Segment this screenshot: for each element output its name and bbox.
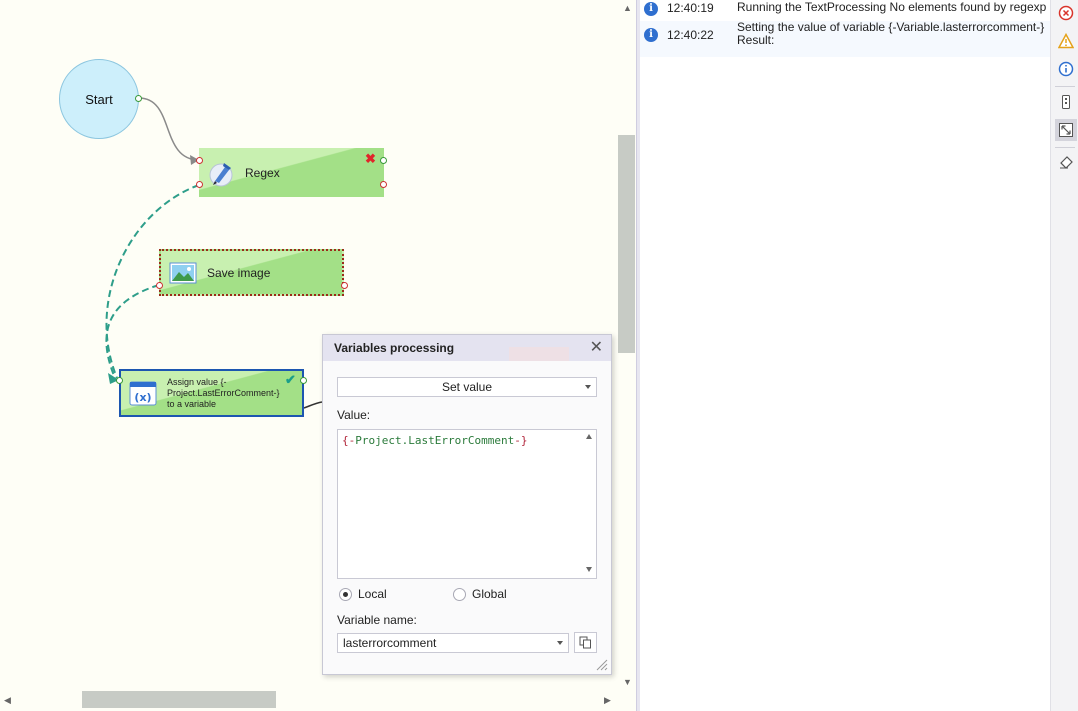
- chevron-down-icon: [557, 641, 563, 645]
- variable-icon: (x): [129, 381, 157, 406]
- scroll-down-arrow-icon[interactable]: ▼: [623, 677, 632, 687]
- filter-warnings-button[interactable]: [1057, 32, 1075, 50]
- scope-global-radio[interactable]: Global: [453, 587, 507, 601]
- scope-local-label: Local: [358, 587, 387, 601]
- assign-label-line-2: Project.LastErrorComment-}: [167, 387, 280, 398]
- assign-port-success[interactable]: [300, 377, 307, 384]
- textarea-scroll-down-icon[interactable]: [586, 567, 592, 572]
- assign-label-line-1: Assign value {-: [167, 376, 227, 387]
- warning-icon: [1058, 33, 1074, 49]
- radio-global-indicator: [453, 587, 466, 601]
- log-message-line-2: Result:: [737, 33, 775, 47]
- pen-icon: [209, 162, 233, 186]
- save-port-error-right[interactable]: [341, 282, 348, 289]
- radio-local-indicator: [339, 587, 352, 601]
- log-message-line-1: Setting the value of variable {-Variable…: [737, 20, 1045, 34]
- copy-button[interactable]: [574, 632, 597, 653]
- regex-port-in[interactable]: [196, 157, 203, 164]
- device-button[interactable]: [1057, 93, 1075, 111]
- value-text: Project.LastErrorComment: [355, 434, 515, 447]
- variables-processing-dialog: Variables processing ✕ Set value Value: …: [322, 334, 612, 675]
- workflow-canvas[interactable]: Start Regex ✖ Save image (x): [0, 0, 636, 711]
- start-port[interactable]: [135, 95, 142, 102]
- horizontal-scroll-thumb[interactable]: [82, 691, 276, 708]
- save-image-node[interactable]: Save image: [159, 249, 344, 296]
- link-arrow-regex: [190, 155, 199, 165]
- canvas-vertical-scrollbar[interactable]: ▲ ▼: [618, 0, 636, 690]
- dialog-title: Variables processing: [334, 341, 455, 355]
- panel-splitter[interactable]: [636, 0, 640, 711]
- info-icon: [1058, 61, 1074, 77]
- regex-node[interactable]: Regex ✖: [199, 148, 384, 197]
- regex-port-error-right[interactable]: [380, 181, 387, 188]
- scroll-left-arrow-icon[interactable]: ◀: [4, 695, 11, 705]
- assign-port-in[interactable]: [116, 377, 123, 384]
- info-icon: i: [644, 2, 658, 16]
- log-time: 12:40:19: [667, 1, 714, 15]
- copy-icon: [579, 636, 591, 649]
- link-arrow-assign: [108, 373, 119, 384]
- scope-local-radio[interactable]: Local: [339, 587, 387, 601]
- phone-icon: [1062, 95, 1070, 109]
- log-entry[interactable]: i 12:40:19 Running the TextProcessing No…: [640, 1, 1050, 16]
- expand-button[interactable]: [1055, 119, 1077, 141]
- save-image-node-label: Save image: [207, 265, 271, 280]
- error-icon: [1058, 5, 1074, 21]
- regex-port-success[interactable]: [380, 157, 387, 164]
- scroll-right-arrow-icon[interactable]: ▶: [604, 695, 611, 705]
- operation-select[interactable]: Set value: [337, 377, 597, 397]
- link-assign-out: [303, 401, 323, 409]
- error-mark-icon: ✖: [365, 151, 376, 166]
- filter-info-button[interactable]: [1057, 60, 1075, 78]
- close-icon[interactable]: ✕: [589, 339, 603, 356]
- link-layer: [105, 97, 323, 409]
- variable-name-select[interactable]: lasterrorcomment: [337, 633, 569, 653]
- save-port-error-left[interactable]: [156, 282, 163, 289]
- link-save-assign: [105, 284, 160, 379]
- vertical-scroll-thumb[interactable]: [618, 135, 635, 353]
- expand-icon: [1059, 123, 1073, 137]
- log-time: 12:40:22: [667, 28, 714, 42]
- assign-label-line-3: to a variable: [167, 398, 217, 409]
- success-check-icon: ✔: [285, 372, 296, 387]
- scope-global-label: Global: [472, 587, 507, 601]
- info-icon: i: [644, 28, 658, 42]
- assign-value-node[interactable]: (x) Assign value {- Project.LastErrorCom…: [119, 369, 304, 417]
- resize-grip-icon[interactable]: [596, 659, 608, 671]
- svg-text:(x): (x): [134, 391, 151, 404]
- variable-name-label: Variable name:: [337, 613, 417, 627]
- value-label: Value:: [337, 408, 371, 422]
- start-node-label: Start: [85, 91, 113, 107]
- image-icon: [169, 262, 197, 283]
- ghost-highlight: [509, 347, 569, 361]
- value-textarea[interactable]: {-Project.LastErrorComment-}: [337, 429, 597, 579]
- toolbar-separator: [1055, 147, 1075, 148]
- start-node[interactable]: Start: [59, 59, 139, 139]
- eraser-icon: [1060, 156, 1073, 169]
- filter-errors-button[interactable]: [1057, 4, 1075, 22]
- log-filter-toolbar: [1050, 0, 1078, 711]
- log-panel: i 12:40:19 Running the TextProcessing No…: [640, 0, 1050, 711]
- clear-log-button[interactable]: [1057, 153, 1075, 171]
- operation-select-value: Set value: [441, 380, 493, 394]
- log-entry[interactable]: i 12:40:22 Setting the value of variable…: [640, 21, 1050, 57]
- toolbar-separator: [1055, 86, 1075, 87]
- variable-name-value: lasterrorcomment: [343, 636, 437, 650]
- log-message: Running the TextProcessing No elements f…: [737, 0, 1047, 14]
- assign-node-label: Assign value {- Project.LastErrorComment…: [167, 377, 280, 410]
- link-start-regex: [138, 97, 200, 161]
- textarea-scroll-up-icon[interactable]: [586, 434, 592, 439]
- scroll-up-arrow-icon[interactable]: ▲: [623, 3, 632, 13]
- regex-port-error-left[interactable]: [196, 181, 203, 188]
- canvas-horizontal-scrollbar[interactable]: ◀ ▶: [0, 690, 618, 711]
- log-message: Setting the value of variable {-Variable…: [737, 21, 1044, 47]
- regex-node-label: Regex: [245, 165, 280, 180]
- link-regex-assign: [105, 184, 200, 379]
- chevron-down-icon: [585, 385, 591, 389]
